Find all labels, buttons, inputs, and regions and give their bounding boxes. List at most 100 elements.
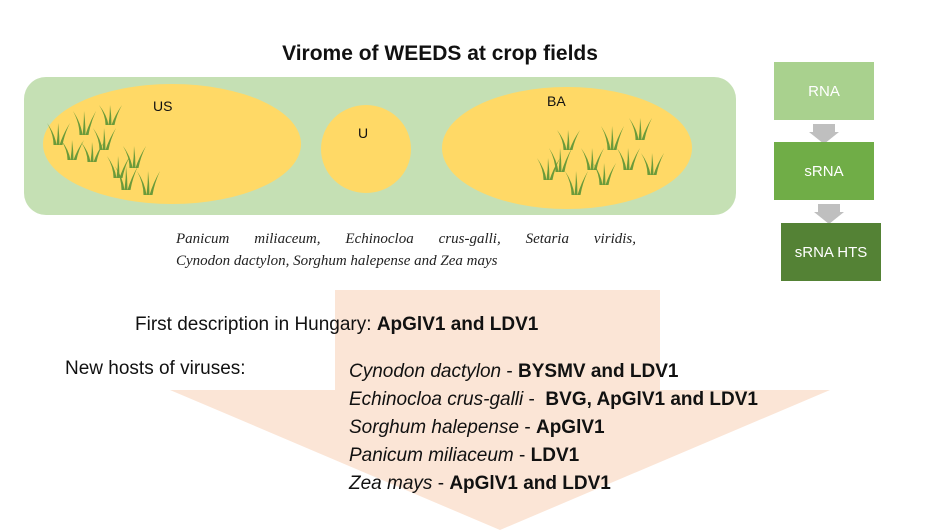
region-us: US	[43, 84, 301, 204]
grass-blade	[613, 126, 624, 150]
host-row: Cynodon dactylon - BYSMV and LDV1	[349, 358, 758, 386]
grass-blade	[149, 171, 160, 195]
grass-blade	[111, 105, 122, 125]
grass-blade	[115, 166, 125, 190]
flow-arrow-1-icon	[809, 132, 839, 144]
species-line-2: Cynodon dactylon, Sorghum halepense and …	[176, 253, 498, 269]
host-separator: -	[519, 417, 536, 438]
grass-blade	[561, 148, 572, 172]
grass-blade	[549, 158, 560, 180]
host-viruses: ApGlV1 and LDV1	[449, 473, 611, 494]
host-viruses: LDV1	[530, 445, 580, 466]
grass-blade	[577, 171, 588, 195]
grass-blade	[617, 148, 627, 170]
grass-blade	[638, 118, 642, 140]
grass-cluster-ba	[537, 118, 664, 195]
flow-step-srna: sRNA	[774, 142, 874, 200]
flow-arrow-2-stem	[818, 204, 840, 213]
grass-blade	[546, 158, 550, 180]
grass-blade	[653, 153, 664, 175]
grass-blade	[558, 148, 562, 172]
first-description-line: First description in Hungary: ApGlV1 and…	[135, 314, 538, 336]
grass-blade	[146, 171, 150, 195]
grass-blade	[565, 171, 575, 195]
grass-blade	[626, 148, 630, 170]
grass-blade	[132, 146, 136, 168]
grass-blade	[73, 140, 84, 160]
host-separator: -	[501, 361, 518, 382]
grass-blade	[73, 111, 83, 135]
weed-species-list: Panicum miliaceum, Echinocloa crus-galli…	[176, 228, 636, 272]
grass-blade	[61, 140, 71, 160]
grass-blade	[82, 111, 86, 135]
grass-blade	[47, 123, 57, 145]
grass-blade	[629, 148, 640, 170]
region-u-label: U	[358, 125, 369, 141]
grass-blade	[127, 166, 138, 190]
grass-blade	[99, 105, 109, 125]
host-separator: -	[513, 445, 531, 466]
grass-blade	[81, 142, 91, 162]
grass-blade	[108, 105, 112, 125]
grass-blade	[123, 146, 133, 168]
grass-blade	[119, 156, 130, 178]
host-name: Zea mays	[349, 473, 433, 494]
first-description-viruses: ApGlV1 and LDV1	[376, 314, 539, 335]
grass-blade	[566, 130, 570, 150]
grass-blade	[581, 148, 591, 170]
host-viruses: ApGlV1	[535, 417, 605, 438]
region-u: U	[321, 105, 411, 193]
grass-blade	[59, 123, 70, 145]
host-name: Cynodon dactylon	[349, 361, 502, 382]
grass-blade	[641, 118, 652, 140]
grass-blade	[70, 140, 74, 160]
grass-blade	[102, 128, 106, 150]
grass-blade	[137, 171, 147, 195]
grass-blade	[124, 166, 128, 190]
species-line-1: Panicum miliaceum, Echinocloa crus-galli…	[176, 231, 636, 247]
host-name: Panicum miliaceum	[349, 445, 514, 466]
host-row: Echinocloa crus-galli - BVG, ApGlV1 and …	[349, 386, 758, 414]
grass-blade	[557, 130, 567, 150]
host-name: Echinocloa crus-galli	[349, 389, 524, 410]
region-ba-label: BA	[547, 93, 566, 109]
grass-blade	[593, 163, 603, 185]
grass-blade	[605, 163, 616, 185]
grass-blade	[569, 130, 580, 150]
grass-blade	[135, 146, 146, 168]
host-row: Sorghum halepense - ApGlV1	[349, 414, 758, 442]
host-row: Zea mays - ApGlV1 and LDV1	[349, 470, 758, 498]
grass-blade	[90, 142, 94, 162]
grass-blade	[56, 123, 60, 145]
host-separator: -	[432, 473, 450, 494]
grass-blade	[610, 126, 614, 150]
page-title: Virome of WEEDS at crop fields	[282, 42, 598, 65]
grass-cluster-us	[47, 105, 160, 195]
grass-blade	[105, 128, 116, 150]
grass-blade	[650, 153, 654, 175]
grass-blade	[641, 153, 651, 175]
host-separator: -	[523, 389, 546, 410]
grass-blade	[593, 148, 604, 170]
grass-blade	[107, 156, 117, 178]
new-hosts-label: New hosts of viruses:	[65, 358, 246, 379]
host-viruses: BVG, ApGlV1 and LDV1	[545, 389, 758, 410]
grass-blade	[629, 118, 639, 140]
grass-blade	[93, 142, 104, 162]
grass-blade	[85, 111, 96, 135]
flow-step-rna: RNA	[774, 62, 874, 120]
host-viruses: BYSMV and LDV1	[518, 361, 679, 382]
grass-blade	[602, 163, 606, 185]
host-row: Panicum miliaceum - LDV1	[349, 442, 758, 470]
new-hosts-list: Cynodon dactylon - BYSMV and LDV1 Echino…	[349, 358, 758, 498]
grass-blade	[601, 126, 611, 150]
flow-arrow-2-icon	[814, 212, 844, 224]
grass-blade	[590, 148, 594, 170]
flow-arrow-1-stem	[813, 124, 835, 133]
flow-step-srna-hts: sRNA HTS	[781, 223, 881, 281]
host-name: Sorghum halepense	[349, 417, 520, 438]
grass-blade	[93, 128, 103, 150]
first-description-prefix: First description in Hungary:	[135, 314, 377, 335]
